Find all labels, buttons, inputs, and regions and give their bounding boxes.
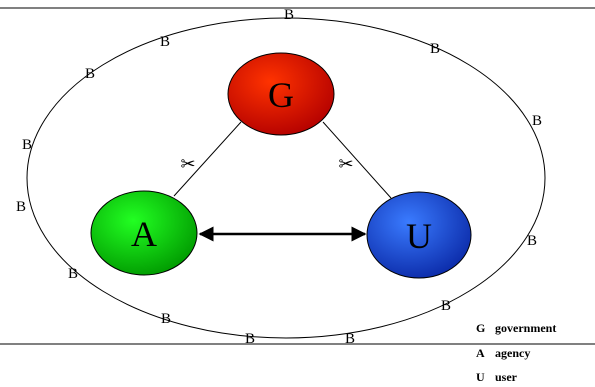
node-agency xyxy=(90,190,198,276)
boundary-label: B xyxy=(441,298,451,314)
boundary-label: B xyxy=(68,266,78,282)
boundary-label: B xyxy=(22,137,32,153)
legend-key: U xyxy=(476,370,485,384)
legend-key: A xyxy=(476,346,485,360)
node-government-label: G xyxy=(268,75,294,115)
boundary-label: B xyxy=(160,34,170,50)
boundary-label: B xyxy=(16,199,26,215)
legend-key: G xyxy=(476,321,485,335)
node-government xyxy=(227,52,335,136)
legend-text: agency xyxy=(495,346,530,360)
scissors-icon: ✂ xyxy=(180,154,195,175)
boundary-label: B xyxy=(532,113,542,129)
boundary-label: B xyxy=(430,41,440,57)
boundary-label: B xyxy=(245,331,255,347)
boundary-label: B xyxy=(85,66,95,82)
boundary-label: B xyxy=(527,233,537,249)
legend-text: user xyxy=(495,370,518,384)
edge-g-u xyxy=(322,121,392,199)
node-user-label: U xyxy=(406,216,432,256)
edge-g-a xyxy=(173,121,242,197)
scissors-icon: ✂ xyxy=(338,154,353,175)
boundary-label: B xyxy=(345,331,355,347)
boundary-label: B xyxy=(161,311,171,327)
node-user xyxy=(366,191,472,279)
legend: G government A agency U user xyxy=(476,321,556,384)
node-agency-label: A xyxy=(131,214,157,254)
boundary-ellipse xyxy=(26,17,546,339)
legend-text: government xyxy=(495,321,556,335)
boundary-label: B xyxy=(284,7,294,23)
